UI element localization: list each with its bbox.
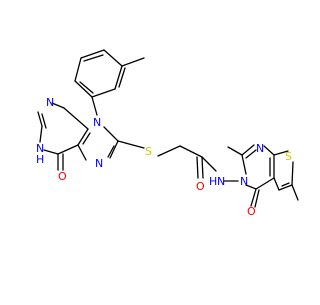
purine-pyrimidine-ring [37, 102, 89, 171]
atom-labels: N N H O N N S O N H N N O S [36, 96, 292, 218]
atom-nh: N [36, 142, 44, 155]
atom-n7: N [95, 157, 103, 170]
thiophene-ring [273, 150, 299, 201]
atom-s-thiophene: S [285, 150, 292, 163]
atom-h-purine: H [36, 153, 44, 166]
atom-o-pyrimidinone: O [247, 205, 256, 218]
atom-h-amide: H [209, 175, 217, 188]
atom-o-amide: O [196, 180, 205, 193]
atom-n9: N [93, 116, 101, 129]
molecule-structure: N N H O N N S O N H N N O S [36, 49, 299, 218]
atom-s-thioether: S [145, 145, 152, 158]
atom-n3-pyrimidinone: N [240, 175, 248, 188]
atom-nh-amide: N [217, 175, 225, 188]
tolyl-ring [74, 49, 145, 98]
atom-n1-pyrimidinone: N [256, 142, 264, 155]
atom-n1: N [46, 96, 54, 109]
methyl-bond-thiophene [291, 184, 299, 201]
imidazole-ring [77, 126, 119, 161]
molecule-diagram: N N H O N N S O N H N N O S [36, 49, 299, 218]
thienopyrimidinone-ring [227, 144, 275, 208]
methyl-bond-top [121, 57, 145, 67]
atom-o-purine: O [58, 170, 67, 183]
methyl-bond-pyrimidine [227, 146, 243, 156]
